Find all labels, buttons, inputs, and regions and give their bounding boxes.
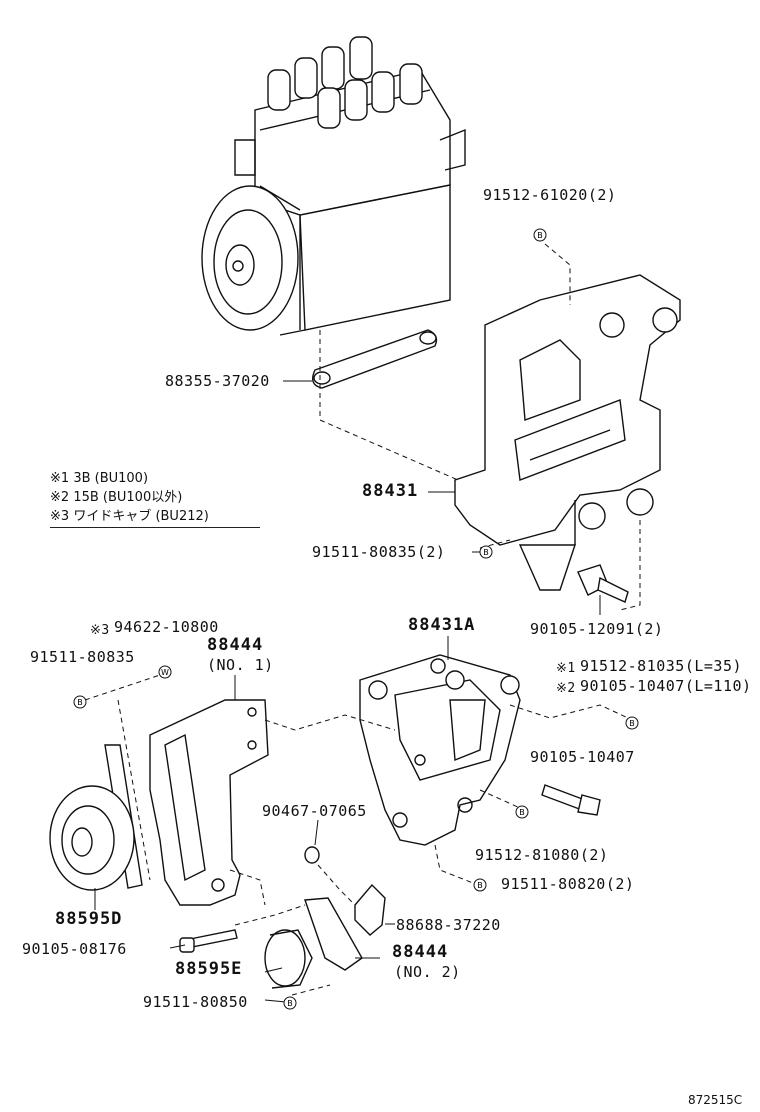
legend-item-2: ※2 15B (BU100以外) bbox=[50, 489, 182, 506]
marker-b-6: B bbox=[473, 878, 487, 892]
marker-b-5: B bbox=[515, 805, 529, 819]
svg-text:B: B bbox=[483, 548, 489, 557]
marker-b-4: B bbox=[625, 716, 639, 730]
marker-b-1: B bbox=[533, 228, 547, 242]
legend-text-2: 15B (BU100以外) bbox=[73, 490, 183, 505]
bracket-88431-drawing bbox=[454, 274, 681, 591]
svg-text:B: B bbox=[287, 999, 293, 1008]
bolt-90105-12091-drawing bbox=[577, 564, 629, 603]
marker-b-7: B bbox=[283, 996, 297, 1010]
legend-mark-2: ※2 bbox=[50, 490, 70, 505]
marker-b-2: B bbox=[479, 545, 493, 559]
pulley-88595E-drawing bbox=[179, 929, 313, 989]
svg-text:B: B bbox=[477, 881, 483, 890]
idler-pulley-88595D-drawing bbox=[49, 744, 143, 891]
part-label-88688-37220[interactable]: 88688-37220 bbox=[396, 916, 501, 934]
svg-text:B: B bbox=[537, 231, 543, 240]
part-note-mark-2: ※2 bbox=[556, 681, 576, 696]
legend-text-3: ワイドキャブ (BU212) bbox=[73, 509, 209, 524]
part-note-mark-1: ※1 bbox=[556, 661, 576, 676]
part-label-88444-no2-sub: (NO. 2) bbox=[394, 963, 461, 981]
bracket-88431A-drawing bbox=[359, 654, 521, 846]
part-label-91512-81035[interactable]: 91512-81035(L=35) bbox=[580, 657, 743, 675]
legend-item-1: ※1 3B (BU100) bbox=[50, 470, 148, 487]
legend-divider bbox=[50, 527, 260, 528]
svg-text:B: B bbox=[629, 719, 635, 728]
part-label-91511-80835-2[interactable]: 91511-80835(2) bbox=[312, 543, 446, 561]
part-label-88444-no1[interactable]: 88444 bbox=[207, 635, 264, 655]
part-label-91511-80850[interactable]: 91511-80850 bbox=[143, 993, 248, 1011]
svg-text:W: W bbox=[161, 668, 169, 677]
part-note-mark-3: ※3 bbox=[90, 623, 110, 638]
part-label-88355-37020[interactable]: 88355-37020 bbox=[165, 372, 270, 390]
part-label-91512-61020[interactable]: 91512-61020(2) bbox=[483, 186, 617, 204]
marker-w-1: W bbox=[158, 665, 172, 679]
bracket-88444-no2-drawing bbox=[304, 846, 386, 971]
part-label-88444-no2[interactable]: 88444 bbox=[392, 942, 449, 962]
bracket-88444-no1-drawing bbox=[149, 699, 269, 906]
part-label-88595D[interactable]: 88595D bbox=[55, 909, 123, 929]
legend-item-3: ※3 ワイドキャブ (BU212) bbox=[50, 508, 209, 525]
legend-text-1: 3B (BU100) bbox=[73, 471, 149, 486]
part-label-90105-10407[interactable]: 90105-10407 bbox=[530, 748, 635, 766]
legend-mark-3: ※3 bbox=[50, 509, 70, 524]
leader-lines bbox=[94, 380, 601, 1003]
part-label-91511-80820[interactable]: 91511-80820(2) bbox=[501, 875, 635, 893]
compressor-drawing bbox=[201, 36, 466, 336]
part-label-88595E[interactable]: 88595E bbox=[175, 959, 243, 979]
part-label-90105-10407-l110[interactable]: 90105-10407(L=110) bbox=[580, 677, 752, 695]
part-label-94622-10800[interactable]: 94622-10800 bbox=[114, 618, 219, 636]
strap-drawing bbox=[312, 329, 438, 389]
part-label-88431A[interactable]: 88431A bbox=[408, 615, 476, 635]
marker-b-3: B bbox=[73, 695, 87, 709]
legend-mark-1: ※1 bbox=[50, 471, 70, 486]
part-label-91512-81080[interactable]: 91512-81080(2) bbox=[475, 846, 609, 864]
part-label-90105-12091[interactable]: 90105-12091(2) bbox=[530, 620, 664, 638]
part-label-88431[interactable]: 88431 bbox=[362, 481, 419, 501]
dashed-guides bbox=[84, 243, 641, 996]
part-label-90467-07065[interactable]: 90467-07065 bbox=[262, 802, 367, 820]
part-label-91511-80835[interactable]: 91511-80835 bbox=[30, 648, 135, 666]
svg-text:B: B bbox=[77, 698, 83, 707]
bolt-90105-10407-drawing bbox=[541, 784, 601, 816]
figure-code: 872515C bbox=[688, 1093, 743, 1107]
part-label-90105-08176[interactable]: 90105-08176 bbox=[22, 940, 127, 958]
part-label-88444-no1-sub: (NO. 1) bbox=[207, 656, 274, 674]
svg-text:B: B bbox=[519, 808, 525, 817]
